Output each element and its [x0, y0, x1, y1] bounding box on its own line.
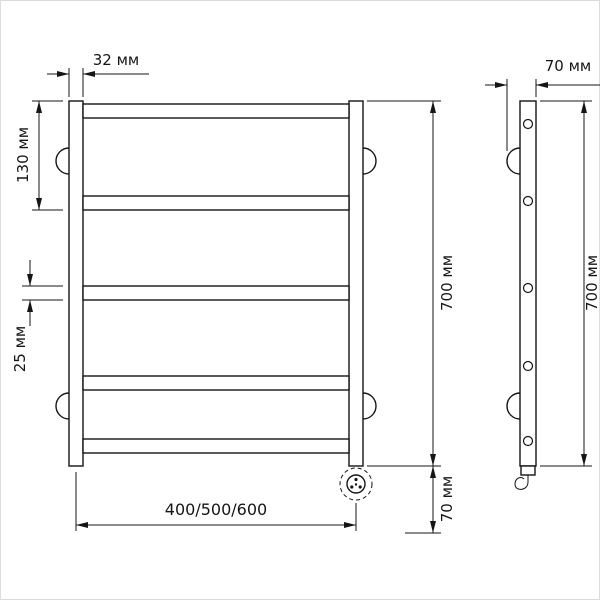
mount-hole — [522, 282, 534, 294]
rung-5 — [82, 438, 350, 454]
dim-post-width: 32 мм — [47, 51, 149, 97]
dim-width-variants: 400/500/600 — [75, 472, 357, 531]
right-post — [348, 100, 364, 467]
dim-height-side: 700 мм — [540, 100, 600, 467]
dim-post-width-label: 32 мм — [93, 51, 140, 69]
side-view — [506, 100, 537, 490]
rung-4 — [82, 375, 350, 391]
mount-hole — [522, 195, 534, 207]
dim-top-gap: 130 мм — [14, 100, 63, 211]
dim-rung-diameter: 25 мм — [11, 260, 63, 372]
plug-pin — [350, 485, 354, 489]
dim-depth-side-label: 70 мм — [545, 57, 592, 75]
heating-element-icon — [339, 467, 373, 501]
heating-element-dashed-outline — [339, 467, 373, 501]
dim-depth-side: 70 мм — [485, 57, 600, 151]
plug-pin — [354, 483, 358, 486]
rung-1 — [82, 103, 350, 119]
dim-height-front-label: 700 мм — [438, 255, 456, 311]
dim-top-gap-label: 130 мм — [14, 127, 32, 183]
dim-height-front: 700 мм — [367, 100, 456, 467]
dim-heater-offset: 70 мм — [405, 466, 456, 534]
dim-heater-offset-label: 70 мм — [438, 476, 456, 523]
dim-rung-diameter-label: 25 мм — [11, 326, 29, 373]
mount-hole — [522, 118, 534, 130]
mount-hole — [522, 360, 534, 372]
heater-housing — [520, 465, 536, 476]
rung-2 — [82, 195, 350, 211]
plug-pin — [354, 477, 358, 482]
mount-hole — [522, 435, 534, 447]
front-view — [55, 100, 377, 501]
dim-height-side-label: 700 мм — [583, 255, 600, 311]
plug-pin — [358, 485, 362, 489]
left-post — [68, 100, 84, 467]
cable-hook-icon — [514, 475, 529, 490]
dim-width-variants-label: 400/500/600 — [165, 500, 267, 519]
rung-3 — [82, 285, 350, 301]
